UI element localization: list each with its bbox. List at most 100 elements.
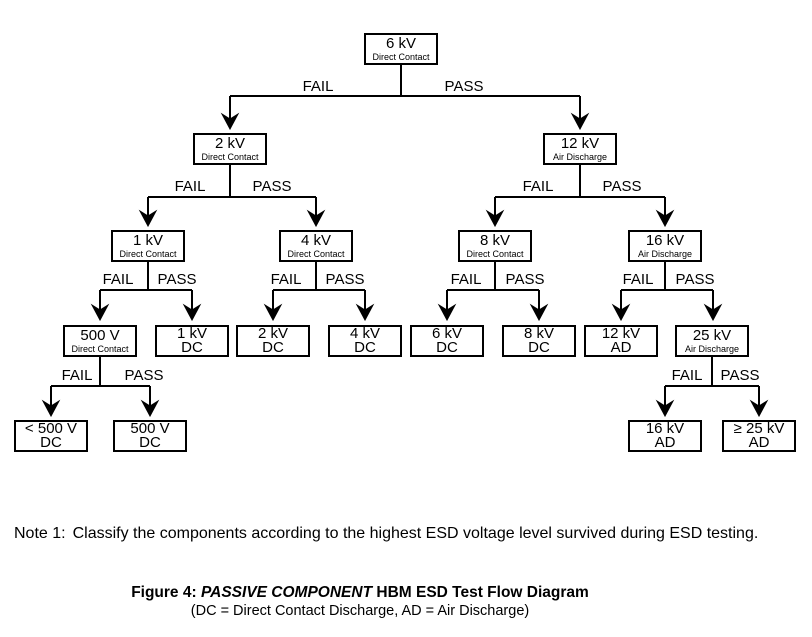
arrow-down bbox=[703, 303, 723, 322]
pass-label: PASS bbox=[253, 178, 292, 195]
pass-label: PASS bbox=[445, 78, 484, 95]
fail-label: FAIL bbox=[103, 271, 134, 288]
result-6kv-dc: 6 kV DC bbox=[410, 325, 484, 357]
connector-line bbox=[50, 357, 151, 408]
node-voltage: 2 kV bbox=[257, 325, 288, 342]
arrow-down bbox=[41, 399, 61, 418]
result-500v-dc: 500 V DC bbox=[113, 420, 187, 452]
node-voltage: 1 kV bbox=[132, 232, 163, 249]
node-6kv-direct-contact: 6 kV Direct Contact bbox=[364, 33, 438, 65]
node-voltage: 25 kV bbox=[692, 327, 732, 344]
node-subtitle: DC bbox=[181, 339, 203, 356]
node-voltage: 4 kV bbox=[300, 232, 331, 249]
result-2kv-dc: 2 kV DC bbox=[236, 325, 310, 357]
arrow-down bbox=[90, 303, 110, 322]
branch-16kv: FAIL PASS bbox=[611, 262, 723, 322]
pass-label: PASS bbox=[721, 367, 760, 384]
node-voltage: 500 V bbox=[130, 420, 170, 437]
node-subtitle: Direct Contact bbox=[119, 249, 177, 259]
node-500v-direct-contact: 500 V Direct Contact bbox=[63, 325, 137, 357]
fail-label: FAIL bbox=[271, 271, 302, 288]
branch-12kv: FAIL PASS bbox=[485, 165, 675, 228]
node-subtitle: Air Discharge bbox=[684, 344, 740, 354]
result-16kv-ad: 16 kV AD bbox=[628, 420, 702, 452]
arrow-down bbox=[220, 112, 240, 131]
connector-layer: FAIL PASS FAIL PASS FAIL PASS bbox=[41, 65, 769, 418]
node-voltage: 6 kV bbox=[431, 325, 462, 342]
fail-label: FAIL bbox=[672, 367, 703, 384]
result-ge-25kv-ad: ≥ 25 kV AD bbox=[722, 420, 796, 452]
arrow-down bbox=[263, 303, 283, 322]
connector-line bbox=[664, 357, 760, 408]
connector-line bbox=[446, 262, 540, 312]
note-label: Note 1: bbox=[14, 525, 66, 542]
branch-4kv: FAIL PASS bbox=[263, 262, 375, 322]
arrow-down bbox=[138, 209, 158, 228]
node-subtitle: Direct Contact bbox=[201, 152, 259, 162]
connector-line bbox=[99, 262, 193, 312]
branch-8kv: FAIL PASS bbox=[437, 262, 549, 322]
result-lt-500v-dc: < 500 V DC bbox=[14, 420, 88, 452]
fail-label: FAIL bbox=[623, 271, 654, 288]
pass-label: PASS bbox=[603, 178, 642, 195]
note-1: Note 1: Classify the components according… bbox=[14, 525, 758, 543]
branch-500v: FAIL PASS bbox=[41, 357, 164, 418]
node-voltage: 16 kV bbox=[645, 420, 685, 437]
fail-label: FAIL bbox=[523, 178, 554, 195]
node-subtitle: Air Discharge bbox=[637, 249, 693, 259]
node-voltage: 8 kV bbox=[523, 325, 554, 342]
node-subtitle: Air Discharge bbox=[552, 152, 608, 162]
node-16kv-air-discharge: 16 kV Air Discharge bbox=[628, 230, 702, 262]
fail-label: FAIL bbox=[303, 78, 334, 95]
pass-label: PASS bbox=[506, 271, 545, 288]
connector-line bbox=[620, 262, 714, 312]
node-12kv-air-discharge: 12 kV Air Discharge bbox=[543, 133, 617, 165]
fail-label: FAIL bbox=[451, 271, 482, 288]
esd-test-flow-diagram: FAIL PASS FAIL PASS FAIL PASS bbox=[14, 33, 796, 452]
figure-title-emphasis: PASSIVE COMPONENT bbox=[200, 584, 373, 601]
figure-title: Figure 4: PASSIVE COMPONENT HBM ESD Test… bbox=[0, 583, 720, 602]
fail-label: FAIL bbox=[175, 178, 206, 195]
node-voltage: 1 kV bbox=[176, 325, 207, 342]
arrow-down bbox=[655, 399, 675, 418]
node-25kv-air-discharge: 25 kV Air Discharge bbox=[675, 325, 749, 357]
node-subtitle: DC bbox=[139, 434, 161, 451]
branch-1kv: FAIL PASS bbox=[90, 262, 202, 322]
fail-label: FAIL bbox=[62, 367, 93, 384]
node-voltage: 12 kV bbox=[601, 325, 641, 342]
arrow-down bbox=[182, 303, 202, 322]
branch-6kv: FAIL PASS bbox=[220, 65, 590, 131]
pass-label: PASS bbox=[676, 271, 715, 288]
note-text: Classify the components according to the… bbox=[72, 525, 759, 542]
figure-label: Figure 4: bbox=[131, 584, 197, 601]
node-voltage: 2 kV bbox=[214, 135, 245, 152]
node-subtitle: DC bbox=[528, 339, 550, 356]
node-subtitle: Direct Contact bbox=[287, 249, 345, 259]
arrow-down bbox=[306, 209, 326, 228]
node-subtitle: AD bbox=[748, 434, 770, 451]
figure-subtitle: (DC = Direct Contact Discharge, AD = Air… bbox=[190, 603, 530, 619]
arrow-down bbox=[655, 209, 675, 228]
node-voltage: < 500 V bbox=[24, 420, 78, 437]
pass-label: PASS bbox=[326, 271, 365, 288]
node-voltage: 6 kV bbox=[385, 35, 416, 52]
node-subtitle: Direct Contact bbox=[71, 344, 129, 354]
arrow-down bbox=[611, 303, 631, 322]
node-2kv-direct-contact: 2 kV Direct Contact bbox=[193, 133, 267, 165]
node-8kv-direct-contact: 8 kV Direct Contact bbox=[458, 230, 532, 262]
node-voltage: 16 kV bbox=[645, 232, 685, 249]
node-1kv-direct-contact: 1 kV Direct Contact bbox=[111, 230, 185, 262]
branch-2kv: FAIL PASS bbox=[138, 165, 326, 228]
arrow-down bbox=[140, 399, 160, 418]
result-4kv-dc: 4 kV DC bbox=[328, 325, 402, 357]
node-subtitle: Direct Contact bbox=[372, 52, 430, 62]
node-subtitle: DC bbox=[40, 434, 62, 451]
node-subtitle: DC bbox=[436, 339, 458, 356]
pass-label: PASS bbox=[125, 367, 164, 384]
node-subtitle: DC bbox=[262, 339, 284, 356]
result-1kv-dc: 1 kV DC bbox=[155, 325, 229, 357]
connector-line bbox=[272, 262, 366, 312]
node-subtitle: AD bbox=[654, 434, 676, 451]
branch-25kv: FAIL PASS bbox=[655, 357, 769, 418]
